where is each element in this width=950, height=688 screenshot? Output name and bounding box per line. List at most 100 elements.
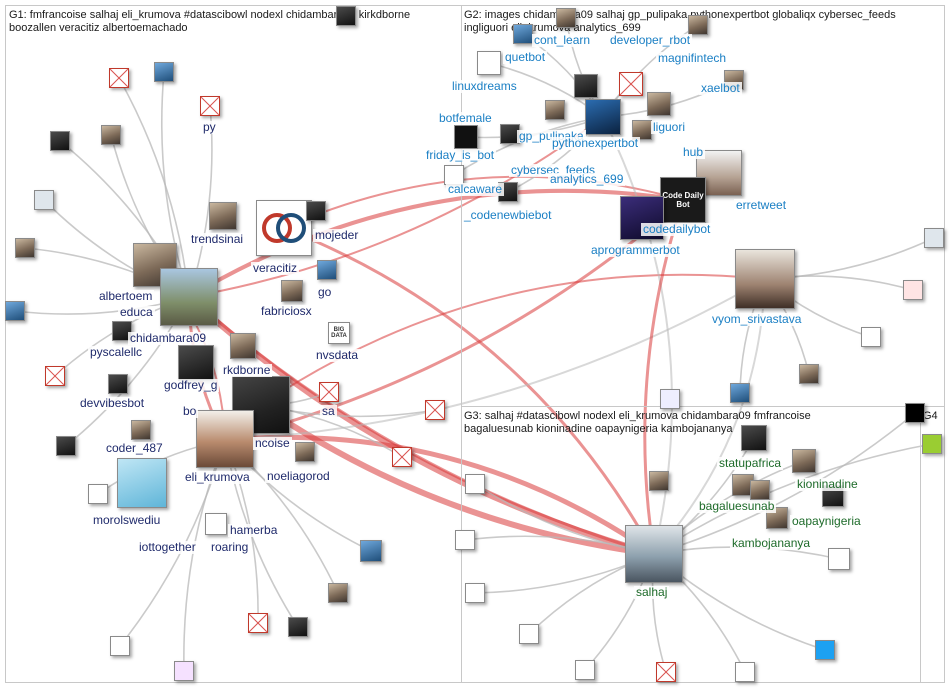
node-avatar-eli-krumova[interactable] <box>196 410 254 468</box>
group-g4-title: G4 <box>923 410 938 422</box>
node-avatar[interactable] <box>465 583 485 603</box>
node-avatar[interactable] <box>5 301 25 321</box>
node-avatar[interactable] <box>34 190 54 210</box>
edge <box>188 116 604 298</box>
node-avatar[interactable] <box>392 447 412 467</box>
veracitiz-logo-icon <box>262 213 306 243</box>
node-avatar[interactable] <box>248 613 268 633</box>
node-label: godfrey_g <box>162 378 220 392</box>
node-avatar[interactable] <box>360 540 382 562</box>
edge <box>260 273 766 406</box>
node-avatar[interactable] <box>200 96 220 116</box>
node-avatar-chidambara09[interactable] <box>160 268 218 326</box>
node-avatar-veracitiz[interactable] <box>256 200 312 256</box>
node-label: linuxdreams <box>450 79 519 93</box>
node-label: albertoem <box>97 289 155 303</box>
node-label: roaring <box>209 540 251 554</box>
node-avatar[interactable] <box>174 661 194 681</box>
node-avatar-windows-icon[interactable] <box>519 624 539 644</box>
node-label: chidambara09 <box>128 331 209 345</box>
node-avatar[interactable] <box>922 434 942 454</box>
node-avatar-mojeder[interactable] <box>306 201 326 221</box>
node-avatar-gp-pulipaka[interactable] <box>585 99 621 135</box>
node-avatar-hamerba[interactable] <box>205 513 227 535</box>
group-g2-title-line2: ingliguori eli_krumova analytics_699 <box>464 22 641 34</box>
node-avatar-kioninadine[interactable] <box>792 449 816 473</box>
node-label: developer_rbot <box>608 33 693 47</box>
node-label: veracitiz <box>251 261 300 275</box>
node-avatar[interactable] <box>109 68 129 88</box>
node-avatar-vyom-srivastava[interactable] <box>735 249 795 309</box>
node-avatar-devvibesbot[interactable] <box>108 374 128 394</box>
code-daily-bot-icon: Code Daily Bot <box>662 191 704 209</box>
node-avatar[interactable] <box>903 280 923 300</box>
node-avatar-ingliguori[interactable] <box>647 92 671 116</box>
node-avatar[interactable] <box>656 662 676 682</box>
node-avatar-morolswediu[interactable] <box>117 458 167 508</box>
node-avatar-go[interactable] <box>317 260 337 280</box>
node-avatar[interactable] <box>88 484 108 504</box>
big-data-icon: BIG DATA <box>331 327 347 339</box>
node-avatar[interactable] <box>288 617 308 637</box>
node-avatar-google-icon[interactable] <box>455 530 475 550</box>
node-avatar[interactable] <box>56 436 76 456</box>
node-avatar-coder[interactable] <box>131 420 151 440</box>
node-label: oapaynigeria <box>790 514 863 528</box>
node-avatar[interactable] <box>730 383 750 403</box>
node-avatar-fabriciosx[interactable] <box>281 280 303 302</box>
node-avatar[interactable] <box>328 583 348 603</box>
node-avatar-twitter-icon[interactable] <box>815 640 835 660</box>
node-avatar[interactable] <box>336 6 356 26</box>
node-avatar-godfrey[interactable] <box>178 345 214 381</box>
node-avatar[interactable] <box>465 474 485 494</box>
node-avatar-codedailybot[interactable]: Code Daily Bot <box>660 177 706 223</box>
node-avatar-quetbot[interactable] <box>477 51 501 75</box>
group-g4-box <box>920 406 945 683</box>
node-avatar[interactable] <box>649 471 669 491</box>
node-avatar[interactable] <box>50 131 70 151</box>
node-avatar[interactable] <box>454 125 478 149</box>
node-avatar[interactable] <box>905 403 925 423</box>
node-avatar[interactable] <box>319 382 339 402</box>
node-avatar[interactable] <box>861 327 881 347</box>
edge <box>653 412 916 555</box>
node-avatar[interactable] <box>556 8 576 28</box>
node-avatar[interactable] <box>660 389 680 409</box>
node-avatar[interactable] <box>575 660 595 680</box>
node-avatar-trendsinai[interactable] <box>209 202 237 230</box>
group-g3-title-line2: bagaluesunab kioninadine oapaynigeria ka… <box>464 423 733 435</box>
node-label: magnifintech <box>656 51 729 65</box>
node-avatar-nvsdata[interactable]: BIG DATA <box>328 322 350 344</box>
node-avatar-kirkdborne[interactable] <box>230 333 256 359</box>
node-avatar[interactable] <box>101 125 121 145</box>
node-avatar[interactable] <box>15 238 35 258</box>
node-avatar[interactable] <box>799 364 819 384</box>
node-avatar[interactable] <box>110 636 130 656</box>
node-avatar[interactable] <box>619 72 643 96</box>
node-avatar[interactable] <box>688 15 708 35</box>
node-avatar-noeliagorod[interactable] <box>295 442 315 462</box>
node-label: friday_is_bot <box>424 148 497 162</box>
node-avatar[interactable] <box>735 662 755 682</box>
node-label: vyom_srivastava <box>710 312 804 326</box>
edge <box>259 402 655 557</box>
node-avatar[interactable] <box>45 366 65 386</box>
node-avatar[interactable] <box>924 228 944 248</box>
node-avatar[interactable] <box>750 480 770 500</box>
node-label: trendsinai <box>189 232 246 246</box>
edge <box>602 116 673 555</box>
node-avatar[interactable] <box>828 548 850 570</box>
node-avatar[interactable] <box>574 74 598 98</box>
node-avatar[interactable] <box>513 24 533 44</box>
node-label: hamerba <box>228 523 280 537</box>
node-label: go <box>316 285 334 299</box>
node-avatar-educa[interactable] <box>112 321 132 341</box>
node-avatar-salhaj[interactable] <box>625 525 683 583</box>
node-avatar[interactable] <box>425 400 445 420</box>
group-g2-title: G2: images chidambara09 salhaj gp_pulipa… <box>464 9 896 21</box>
node-label: nvsdata <box>314 348 361 362</box>
node-avatar[interactable] <box>154 62 174 82</box>
node-avatar[interactable] <box>545 100 565 120</box>
node-label: mojeder <box>313 228 361 242</box>
node-avatar-statupafrica[interactable] <box>741 425 767 451</box>
